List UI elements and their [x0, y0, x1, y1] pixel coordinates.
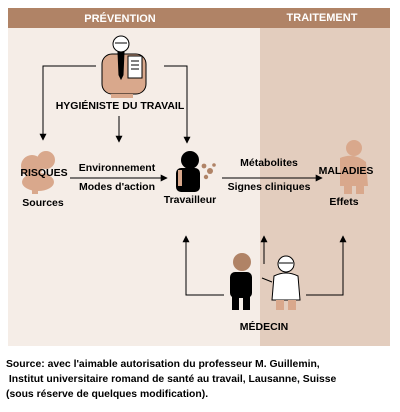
effets-label: Effets [329, 196, 358, 208]
maladies-label: MALADIES [319, 165, 374, 177]
source-note: Source: avec l'aimable autorisation du p… [6, 357, 398, 402]
doctor-figure [261, 255, 301, 310]
source-line-1: Source: avec l'aimable autorisation du p… [6, 359, 320, 370]
traitement-header-bar [260, 8, 390, 28]
arrow-to-travailleur [164, 65, 191, 144]
arrow-medecin-loop [182, 235, 224, 296]
signes-cliniques-label: Signes cliniques [228, 181, 311, 193]
arrow-medecin-to-effets [306, 235, 347, 296]
risques-label: RISQUES [20, 167, 67, 179]
diagram-arrows [39, 65, 347, 296]
sources-label: Sources [22, 197, 64, 209]
travailleur-label: Travailleur [164, 194, 217, 206]
medecin-label: MÉDECIN [240, 320, 288, 333]
prevention-header-bar [8, 8, 260, 28]
modes-action-label: Modes d'action [79, 181, 155, 193]
patient-figure [230, 253, 252, 310]
traitement-header: TRAITEMENT [287, 12, 358, 24]
environnement-label: Environnement [79, 162, 156, 174]
worker-figure [176, 151, 216, 192]
metabolites-label: Métabolites [240, 157, 298, 169]
risks-figure [21, 151, 55, 194]
prevention-header: PRÉVENTION [84, 12, 156, 25]
maladies-figure [340, 140, 368, 194]
arrow-to-risques [39, 65, 96, 141]
occupational-health-diagram: PRÉVENTION TRAITEMENT HYGIÉNISTE DU TRAV… [8, 8, 390, 346]
source-line-3: (sous réserve de quelques modification). [6, 389, 209, 400]
hygienist-figure [101, 35, 147, 98]
source-line-2: Institut universitaire romand de santé a… [6, 374, 337, 385]
hygieniste-label: HYGIÉNISTE DU TRAVAIL [56, 99, 185, 112]
